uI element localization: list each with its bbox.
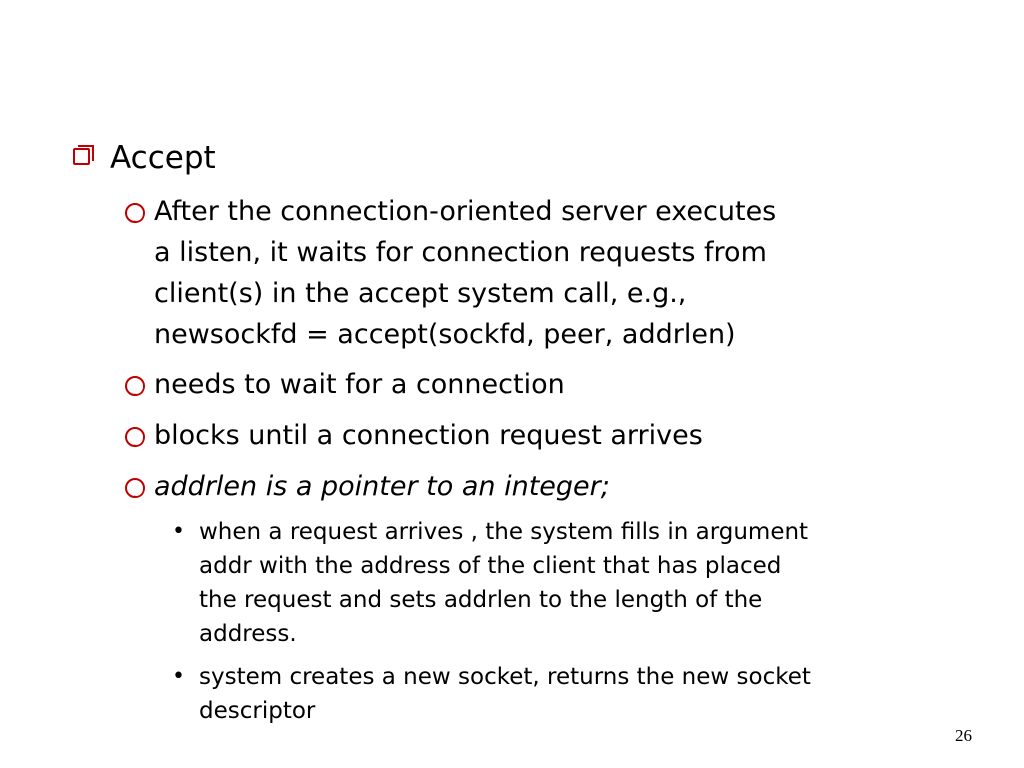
ring-bullet-icon [125, 203, 145, 223]
sub-bullet-text-line: address. [199, 621, 297, 647]
dot-bullet-icon: • [172, 519, 185, 544]
bullet-text-line: newsockfd = accept(sockfd, peer, addrlen… [154, 319, 736, 350]
bullet-text-line: blocks until a connection request arrive… [154, 420, 703, 451]
bullet-text-line: After the connection-oriented server exe… [154, 196, 777, 227]
sub-bullet-text-line: when a request arrives , the system fill… [199, 519, 809, 545]
checkbox-bullet-icon [73, 145, 94, 165]
bullet-text-line: needs to wait for a connection [154, 369, 565, 400]
page-number: 26 [955, 726, 972, 745]
slide-heading-accept: Accept [110, 140, 216, 176]
bullet-text-line: a listen, it waits for connection reques… [154, 237, 767, 268]
bullet-text-line: addrlen is a pointer to an integer; [154, 471, 610, 502]
sub-bullet-text-line: system creates a new socket, returns the… [199, 664, 811, 690]
sub-bullet-text-line: addr with the address of the client that… [199, 553, 782, 579]
sub-bullet-text-line: descriptor [199, 698, 316, 724]
ring-bullet-icon [125, 427, 145, 447]
bullet-text-line: client(s) in the accept system call, e.g… [154, 278, 687, 309]
dot-bullet-icon: • [172, 664, 185, 689]
ring-bullet-icon [125, 376, 145, 396]
sub-bullet-text-line: the request and sets addrlen to the leng… [199, 587, 763, 613]
ring-bullet-icon [125, 478, 145, 498]
